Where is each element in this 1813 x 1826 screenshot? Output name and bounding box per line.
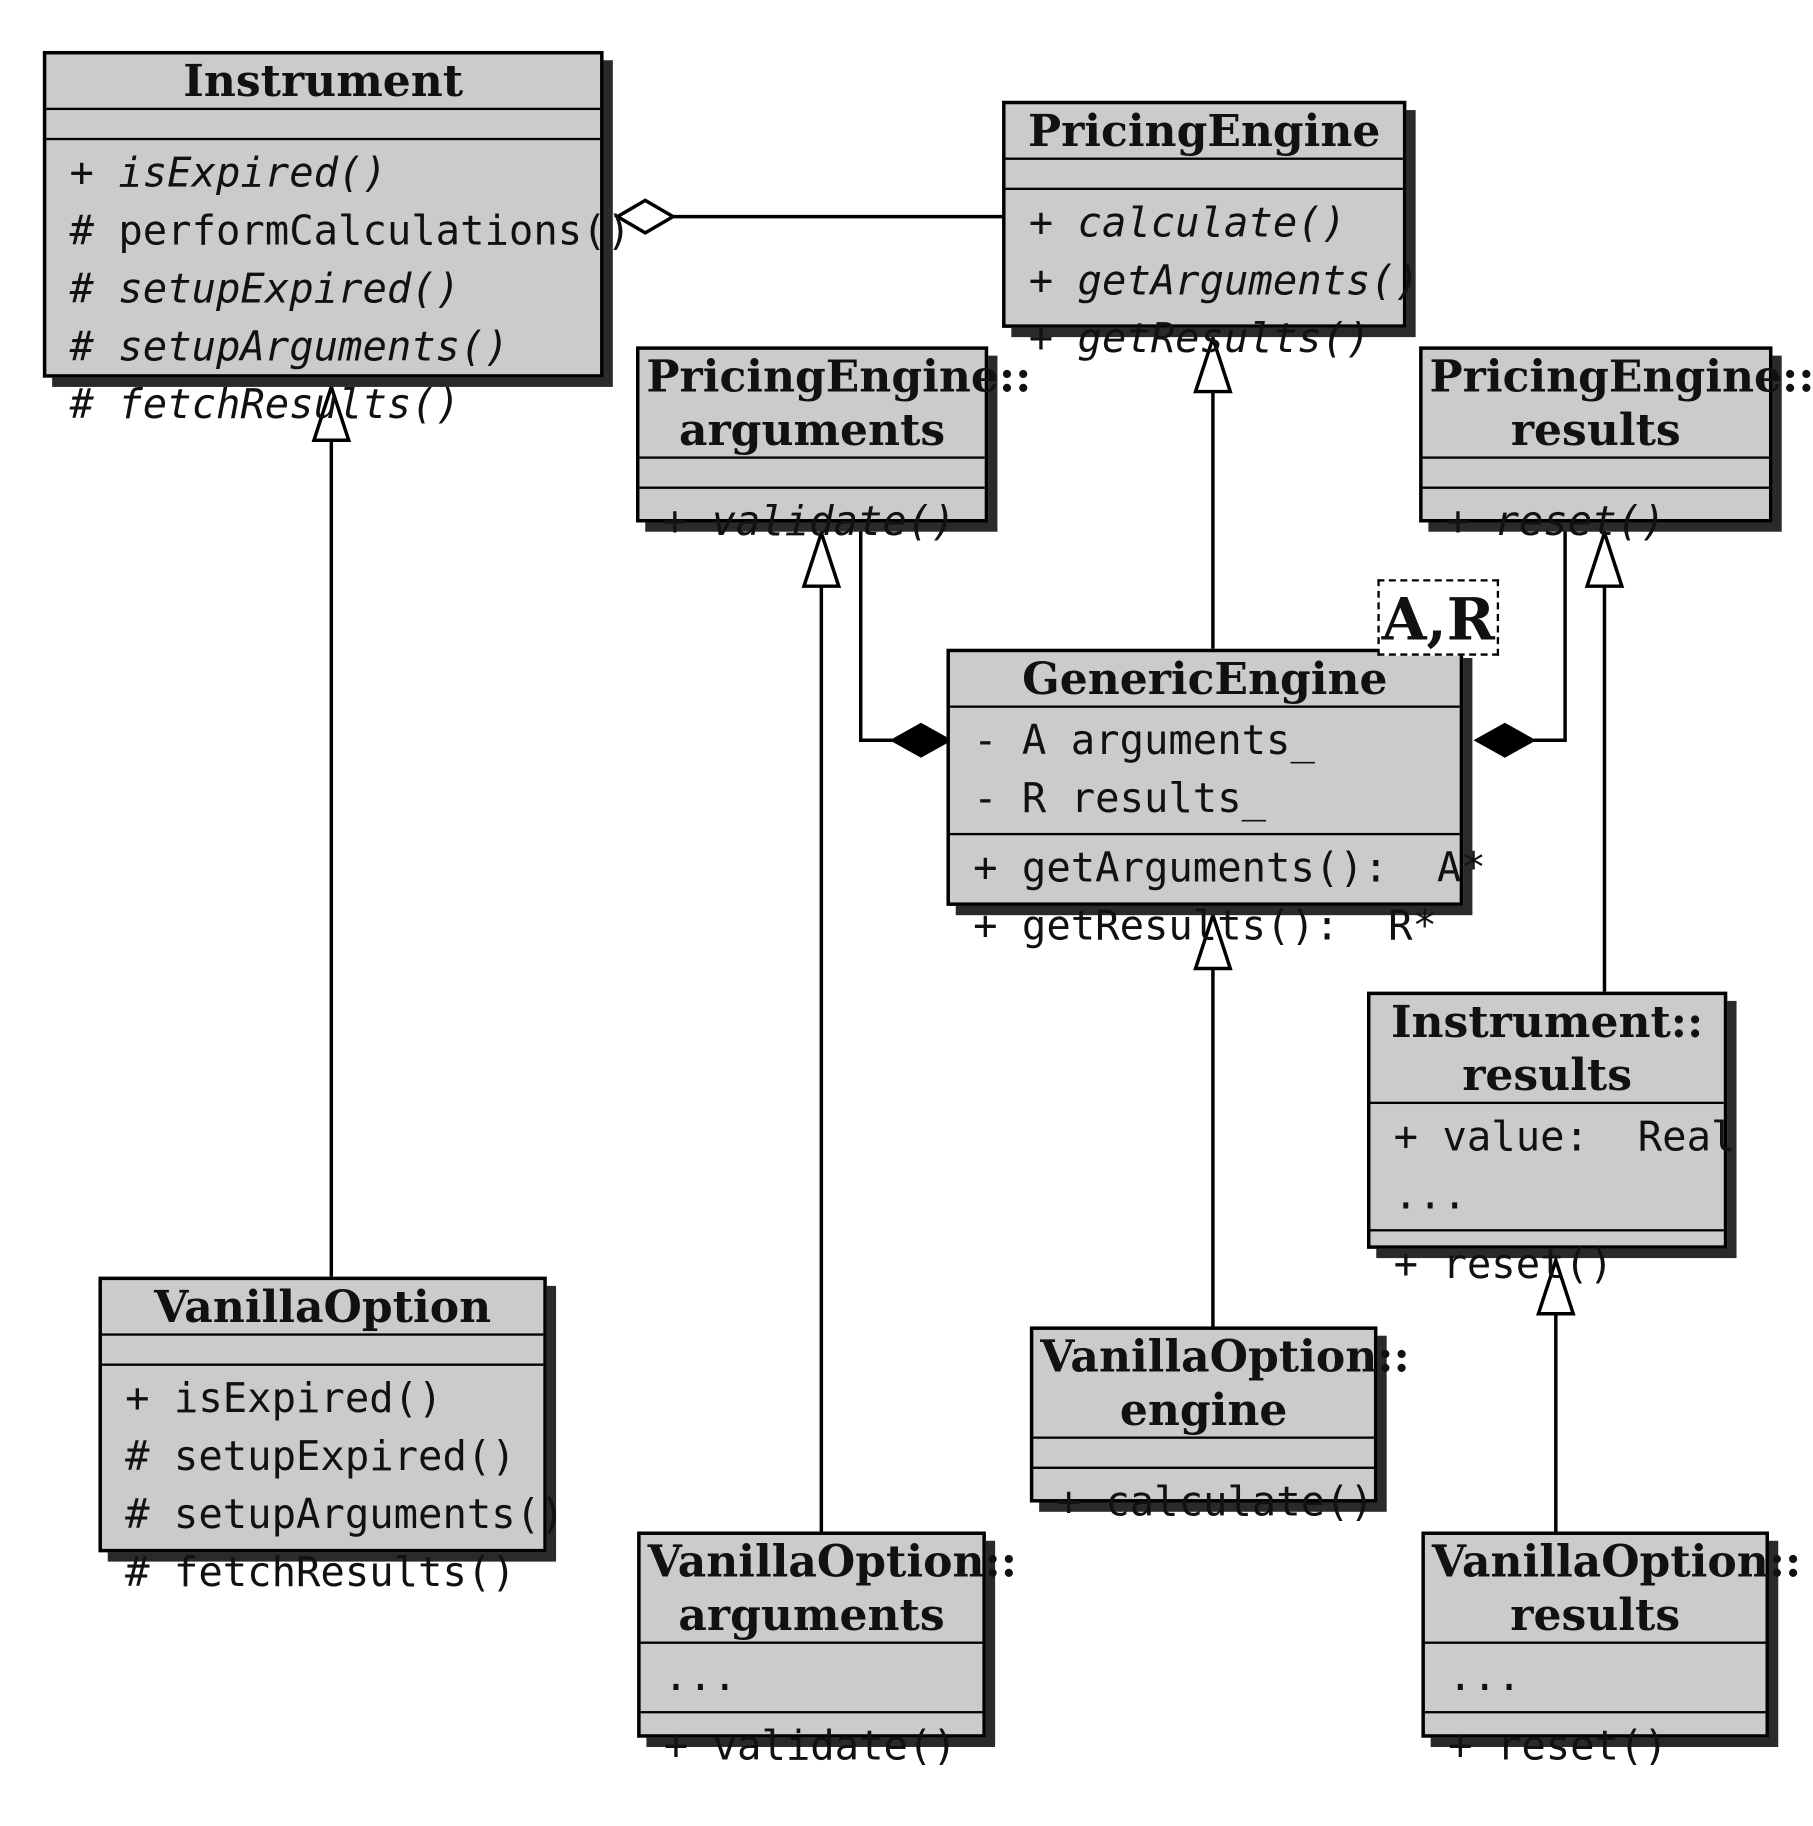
methods-compartment: + calculate() [1033, 1466, 1374, 1537]
method: # performCalculations() [69, 208, 631, 255]
class-pricing-engine-arguments[interactable]: PricingEngine::arguments+ validate() [635, 346, 1032, 546]
class-name-line: VanillaOption [154, 1280, 492, 1333]
methods-compartment: + reset() [1370, 1229, 1724, 1299]
composition-line [1533, 528, 1567, 742]
methods-compartment: + isExpired() # performCalculations() # se… [46, 137, 631, 439]
class-vanilla-option-results[interactable]: VanillaOption::results...+ reset() [1421, 1531, 1802, 1770]
generalization-arrowhead [1193, 909, 1233, 971]
attribute: ... [1393, 1172, 1467, 1219]
class-name: PricingEngine [1006, 104, 1403, 157]
class-name: VanillaOption::engine [1033, 1329, 1410, 1437]
generalization-arrowhead [1584, 527, 1625, 588]
attributes-compartment: - A arguments_ - R results_ [949, 705, 1460, 833]
class-name-line: PricingEngine [1028, 104, 1381, 157]
method: + reset() [1393, 1241, 1614, 1289]
class-name: PricingEngine::results [1423, 349, 1813, 457]
generalization-arrowhead [801, 527, 842, 588]
class-name-line: Instrument [183, 54, 464, 107]
attribute: ... [663, 1654, 738, 1701]
class-name-line: arguments [678, 403, 946, 456]
method: # setupExpired() [69, 266, 461, 313]
class-name-line: PricingEngine:: [646, 349, 1032, 402]
class-name: VanillaOption [102, 1280, 543, 1333]
class-pricing-engine-results[interactable]: PricingEngine::results+ reset() [1419, 346, 1813, 546]
attributes-compartment [1033, 1436, 1374, 1466]
class-name-line: arguments [678, 1588, 945, 1641]
method: + calculate() [1056, 1479, 1374, 1526]
attribute: - A arguments_ [973, 718, 1315, 765]
methods-compartment: + getArguments(): A* + getResults(): R* [949, 832, 1486, 960]
method: + getResults() [1028, 316, 1371, 363]
class-vanilla-option-arguments[interactable]: VanillaOption::arguments...+ validate() [637, 1531, 1017, 1770]
class-name-line: VanillaOption:: [647, 1534, 1017, 1588]
composition-line [859, 528, 893, 742]
class-name: GenericEngine [950, 652, 1460, 705]
generalization-arrowhead [1193, 332, 1233, 394]
methods-compartment: + calculate() + getArguments() + getResult… [1005, 187, 1420, 373]
class-name: Instrument [46, 54, 600, 107]
class-name-line: PricingEngine:: [1429, 349, 1813, 402]
method: + isExpired() [69, 150, 387, 197]
class-name: Instrument::results [1370, 995, 1723, 1102]
class-pricing-engine[interactable]: PricingEngine + calculate() + getArguments… [1002, 100, 1419, 363]
method: + getArguments(): A* [973, 845, 1486, 893]
method: # fetchResults() [125, 1550, 516, 1597]
methods-compartment: + reset() [1422, 486, 1769, 557]
attributes-compartment [639, 456, 985, 486]
class-vanilla-option-engine[interactable]: VanillaOption::engine+ calculate() [1029, 1326, 1410, 1526]
class-vanilla-option[interactable]: VanillaOption + isExpired() # setupExpired… [98, 1276, 565, 1596]
class-name-line: results [1462, 1048, 1633, 1101]
class-name: PricingEngine::arguments [639, 349, 1032, 457]
methods-compartment: + isExpired() # setupExpired() # setupArgu… [101, 1363, 565, 1607]
generalization-arrowhead [311, 381, 352, 442]
method: + getResults(): R* [973, 903, 1437, 950]
method: + getArguments() [1028, 258, 1420, 305]
class-name-line: VanillaOption:: [1431, 1534, 1802, 1588]
attributes-compartment: + value: Real... [1370, 1101, 1736, 1229]
attributes-compartment: ... [1424, 1641, 1766, 1712]
class-instrument[interactable]: Instrument + isExpired() # performCalculat… [42, 50, 631, 429]
template-parameter-box: A,R [1377, 579, 1500, 656]
methods-compartment: + reset() [1424, 1711, 1766, 1781]
attribute: + value: Real [1393, 1114, 1736, 1161]
generalization-arrowhead [1536, 1254, 1576, 1316]
method: + reset() [1445, 499, 1666, 546]
attribute: - R results_ [973, 776, 1267, 823]
attributes-compartment [1005, 157, 1403, 188]
method: # setupArguments() [69, 324, 509, 371]
attributes-compartment [46, 107, 601, 138]
class-name: VanillaOption::arguments [641, 1534, 1017, 1642]
attributes-compartment [1422, 456, 1769, 486]
method: + calculate() [1028, 200, 1347, 247]
class-name-line: engine [1119, 1383, 1288, 1436]
class-name-line: VanillaOption:: [1040, 1329, 1410, 1383]
attributes-compartment [101, 1333, 544, 1363]
method: + reset() [1448, 1723, 1668, 1771]
methods-compartment: + validate() [640, 1711, 983, 1781]
aggregation-diamond [614, 198, 677, 235]
method: # setupArguments() [125, 1492, 565, 1539]
method: # fetchResults() [69, 382, 461, 429]
methods-compartment: + validate() [639, 486, 985, 557]
class-name-line: GenericEngine [1022, 652, 1388, 705]
method: + validate() [662, 499, 956, 546]
class-name-line: Instrument:: [1390, 995, 1704, 1048]
class-generic-engine[interactable]: GenericEngine - A arguments_ - R results_ +… [946, 648, 1486, 950]
composition-diamond [889, 722, 953, 758]
class-name-line: results [1510, 403, 1681, 456]
attributes-compartment: ... [640, 1641, 983, 1712]
class-name: VanillaOption::results [1425, 1534, 1802, 1642]
attribute: ... [1448, 1654, 1522, 1701]
class-name-line: results [1510, 1588, 1681, 1641]
method: + validate() [663, 1723, 957, 1771]
method: # setupExpired() [125, 1434, 516, 1481]
composition-diamond [1473, 722, 1537, 758]
class-instrument-results[interactable]: Instrument::results+ value: Real...+ res… [1366, 991, 1736, 1288]
method: + isExpired() [125, 1376, 443, 1423]
